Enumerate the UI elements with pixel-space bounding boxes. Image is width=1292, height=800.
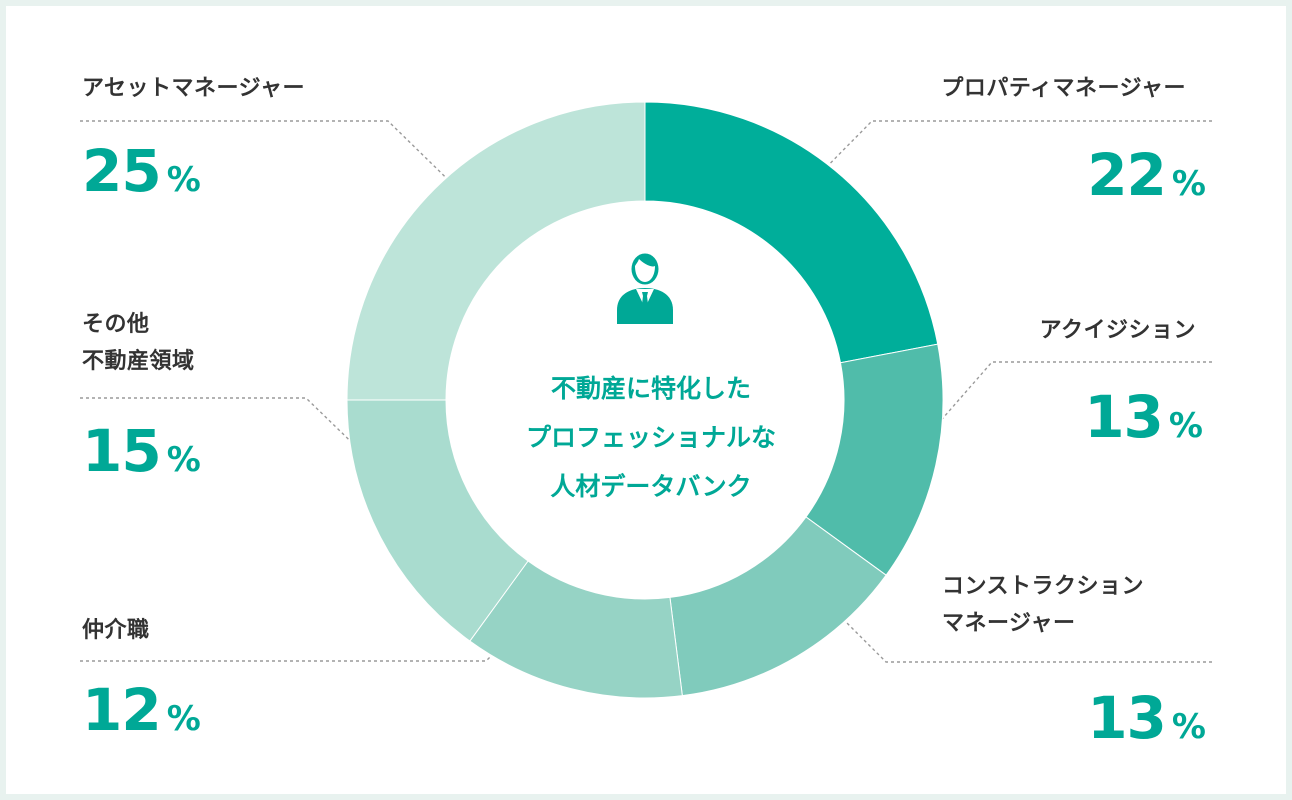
leader-line [825, 601, 1212, 663]
percent-construction-manager: 13% [960, 689, 1206, 747]
businessman-icon [617, 253, 673, 324]
slice-asset-manager [346, 101, 646, 401]
label-construction-manager: コンストラクション マネージャー [942, 574, 1145, 636]
percent-acquisition: 13% [960, 388, 1203, 446]
percent-value: 22 [1087, 141, 1167, 209]
slice-property-manager [644, 101, 939, 364]
label-acquisition: アクイジション [1039, 318, 1196, 343]
donut-slices [346, 101, 944, 699]
percent-value: 25 [82, 137, 162, 205]
percent-unit: % [1168, 406, 1203, 446]
percent-unit: % [166, 699, 201, 739]
donut-chart [80, 101, 1212, 699]
percent-value: 15 [82, 417, 162, 485]
percent-unit: % [166, 160, 201, 200]
percent-unit: % [166, 440, 201, 480]
label-other-real-estate: その他 不動産領域 [82, 312, 195, 374]
label-asset-manager: アセットマネージャー [82, 76, 306, 101]
percent-unit: % [1171, 164, 1206, 204]
percent-value: 13 [1084, 383, 1164, 451]
center-caption: 不動産に特化した プロフェッショナルな 人材データバンク [525, 374, 776, 501]
percent-value: 13 [1087, 684, 1167, 752]
percent-unit: % [1171, 707, 1206, 747]
leader-line [928, 361, 1212, 435]
label-brokerage: 仲介職 [82, 618, 150, 643]
percent-brokerage: 12% [82, 681, 201, 739]
percent-value: 12 [82, 676, 162, 744]
label-property-manager: プロパティマネージャー [941, 76, 1186, 101]
leader-line [80, 120, 474, 205]
percent-property-manager: 22% [960, 146, 1206, 204]
chart-card: アセットマネージャー 25% その他 不動産領域 15% 仲介職 12% プロパ… [6, 6, 1286, 794]
percent-asset-manager: 25% [82, 142, 201, 200]
percent-other-real-estate: 15% [82, 422, 201, 480]
leader-lines [80, 120, 1212, 663]
